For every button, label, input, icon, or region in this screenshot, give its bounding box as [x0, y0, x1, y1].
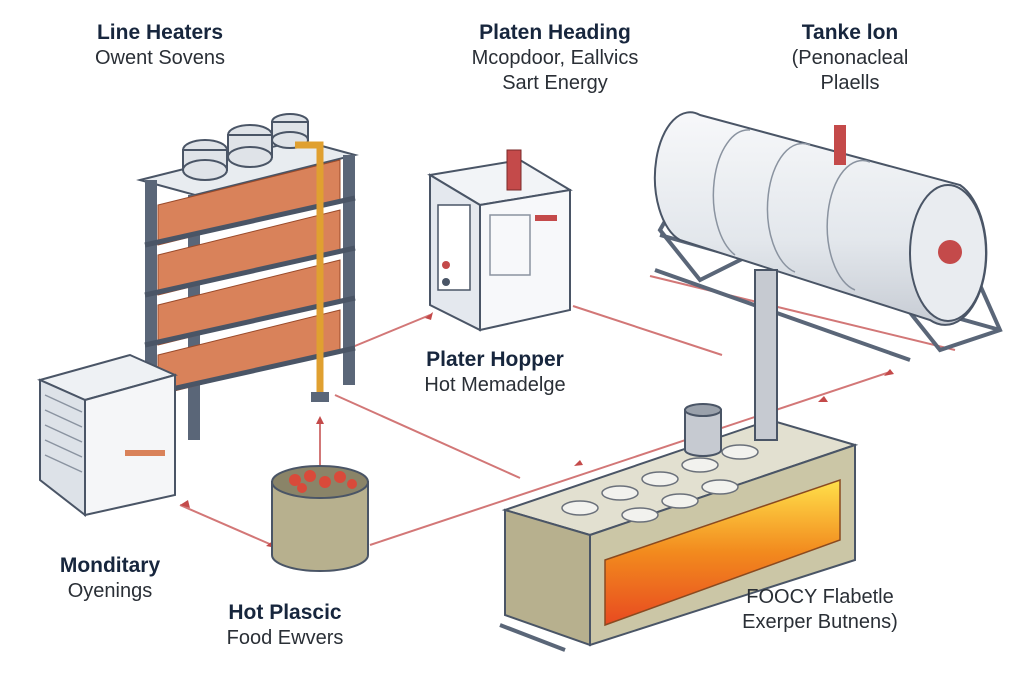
label-title: Plater Hopper: [426, 348, 564, 371]
label-subtitle: Exerper Butnens): [742, 611, 898, 633]
server-cabinet-icon: [37, 353, 178, 518]
label-subtitle: Sart Energy: [502, 72, 608, 94]
arrow-head: [180, 500, 190, 508]
flow-line: [179, 504, 273, 546]
flow-lines: [179, 275, 956, 546]
flow-line: [334, 394, 521, 479]
arrow-head: [574, 460, 583, 466]
label-plater-hopper: Plater Hopper Hot Memadelge: [395, 347, 595, 398]
furnace-conveyor-icon: [499, 269, 859, 652]
label-subtitle: Oyenings: [67, 580, 153, 602]
label-title: Platen Heading: [479, 21, 631, 44]
food-pot-icon: [271, 465, 369, 572]
label-title: Tanke lon: [801, 21, 899, 44]
label-tanke-lon: Tanke lon (Penonacleal Plaells: [760, 20, 940, 96]
label-subtitle: (Penonacleal: [791, 47, 909, 69]
label-foocy: FOOCY Flabetle Exerper Butnens): [715, 585, 925, 635]
tank-icon: [653, 111, 1003, 362]
label-monditary: Monditary Oyenings: [30, 553, 190, 604]
label-subtitle: Mcopdoor, Eallvics: [471, 47, 639, 69]
label-subtitle: Food Ewvers: [226, 627, 344, 649]
label-title: Hot Plascic: [228, 601, 342, 624]
label-subtitle: Hot Memadelge: [424, 374, 566, 396]
arrow-head: [425, 312, 433, 320]
label-platen-heading: Platen Heading Mcopdoor, Eallvics Sart E…: [430, 20, 680, 96]
label-hot-plascic: Hot Plascic Food Ewvers: [195, 600, 375, 651]
flow-line: [649, 275, 956, 351]
label-line-heaters: Line Heaters Owent Sovens: [60, 20, 260, 71]
arrow-head: [884, 369, 894, 376]
flow-line: [369, 371, 891, 546]
label-subtitle: Plaells: [820, 72, 880, 94]
label-subtitle: FOOCY Flabetle: [746, 586, 894, 608]
label-title: Monditary: [59, 554, 161, 577]
arrow-head: [818, 396, 828, 402]
label-subtitle: Owent Sovens: [94, 47, 226, 69]
rack-heater-icon: [136, 113, 359, 440]
flow-line: [349, 314, 431, 349]
flow-line: [572, 305, 723, 356]
label-title: Line Heaters: [96, 21, 224, 44]
arrow-head: [316, 416, 324, 424]
platen-cabinet-icon: [427, 149, 573, 332]
